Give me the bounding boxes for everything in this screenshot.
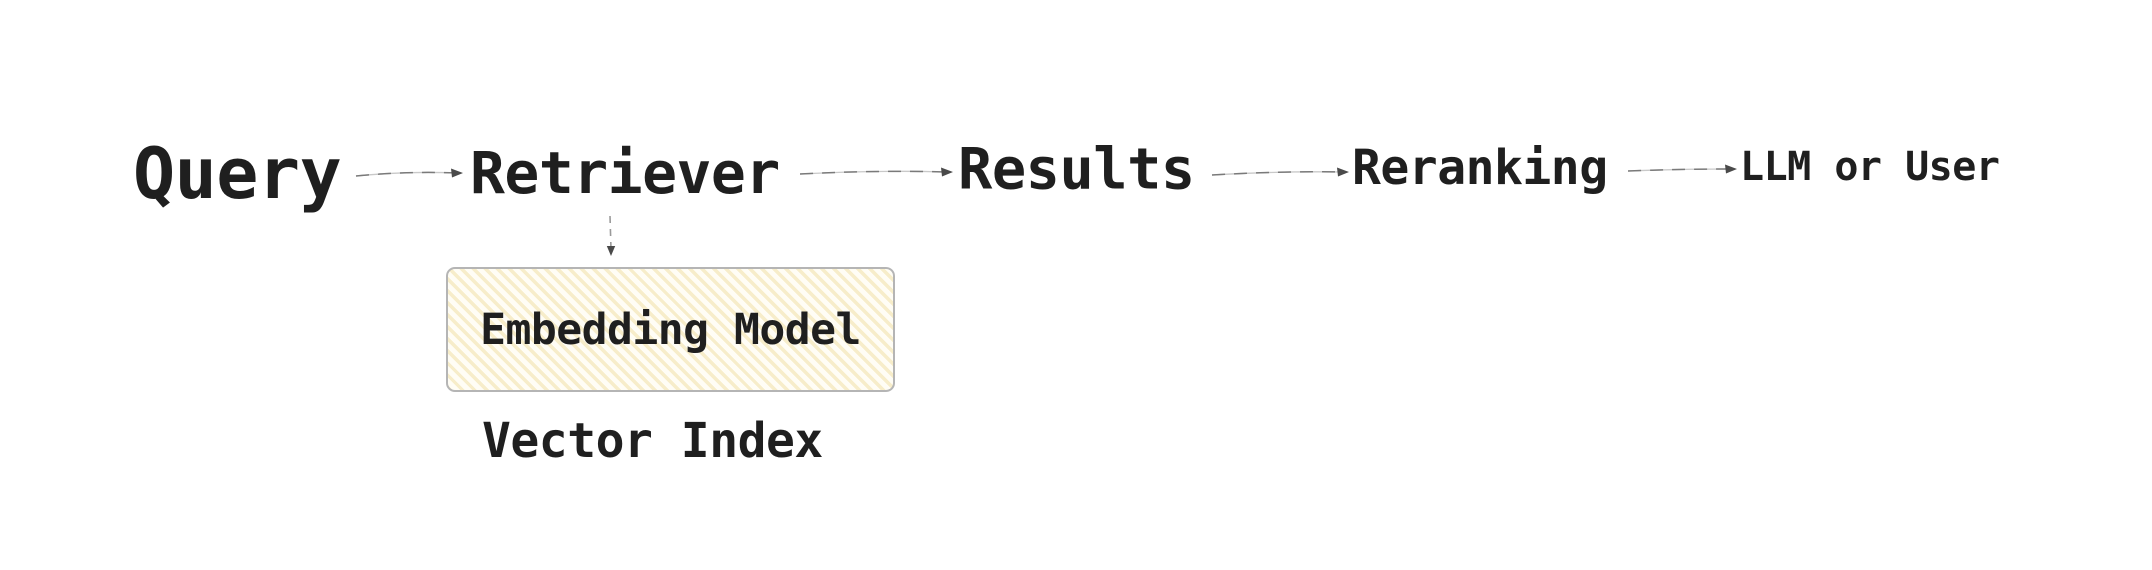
node-query[interactable]: Query [133,133,342,215]
node-retriever[interactable]: Retriever [470,139,780,207]
arrow-retriever-to-embedding-model [606,215,616,256]
node-vector-index[interactable]: Vector Index [482,413,823,469]
arrow-retriever-to-results [799,167,953,177]
embedding-model-label: Embedding Model [480,304,861,355]
arrow-query-to-retriever [355,168,463,178]
node-llm-or-user[interactable]: LLM or User [1740,144,2000,190]
arrow-results-to-reranking [1211,167,1349,177]
arrow-reranking-to-llm [1627,164,1737,174]
node-embedding-model-box[interactable]: Embedding Model [446,267,895,392]
node-reranking[interactable]: Reranking [1352,140,1608,196]
node-results[interactable]: Results [958,136,1195,203]
